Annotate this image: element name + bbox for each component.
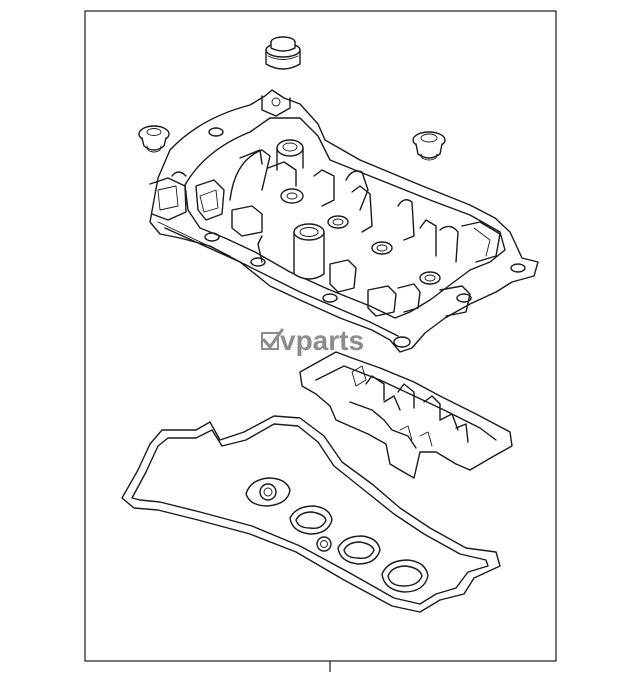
plug-well-4 — [371, 241, 393, 255]
plug-seal-1 — [245, 477, 291, 507]
oil-filler-neck — [293, 223, 325, 280]
cover-gasket — [121, 415, 501, 613]
small-seal — [316, 536, 332, 552]
cylinder-head-cover — [149, 89, 539, 353]
grommet-left — [138, 125, 170, 153]
plug-seal-3 — [337, 535, 381, 565]
plug-well-3 — [327, 215, 349, 229]
diagram-frame — [84, 10, 557, 662]
v-check-logo-icon — [261, 328, 284, 350]
plug-well-1 — [276, 139, 304, 171]
baffle-plate — [299, 351, 513, 479]
plug-seal-2 — [289, 505, 333, 535]
plug-well-5 — [419, 271, 441, 285]
watermark-logo: vparts — [261, 325, 364, 356]
grommet-right — [412, 131, 446, 161]
oil-filler-cap — [265, 36, 301, 70]
watermark-brand: vparts — [280, 325, 364, 356]
plug-seal-4 — [381, 559, 429, 593]
plug-well-2 — [280, 188, 304, 204]
